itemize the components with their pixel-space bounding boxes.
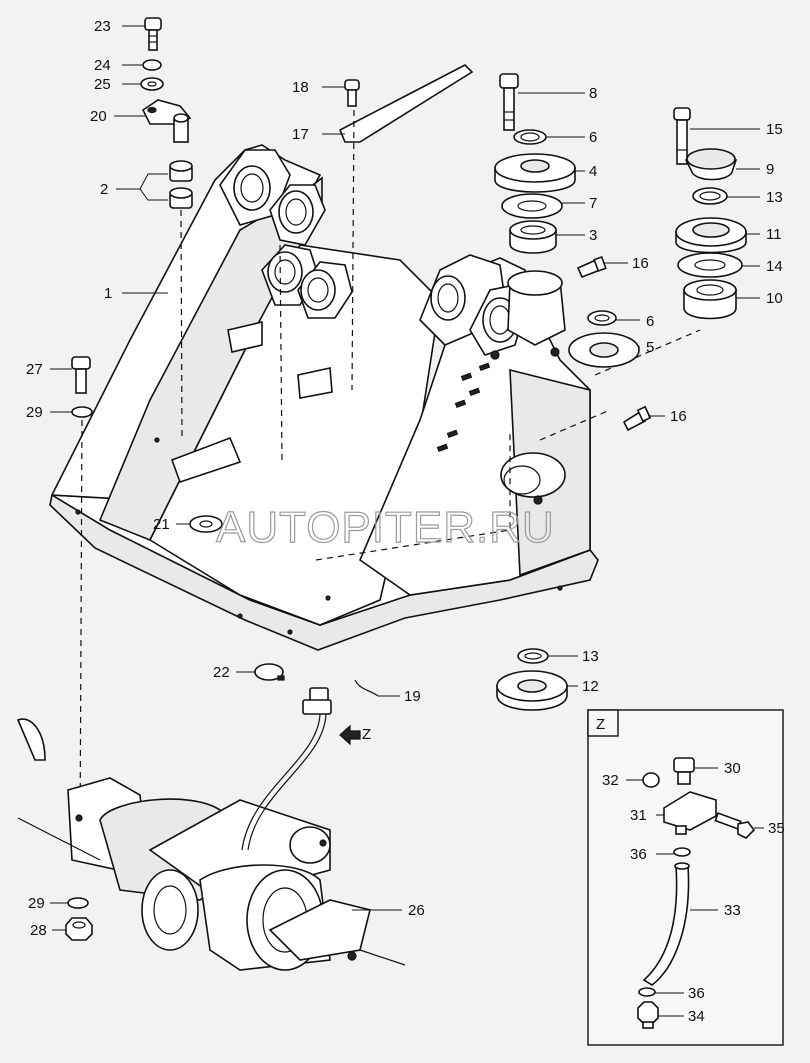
callout-15: 15 (766, 121, 783, 138)
callout-9: 9 (766, 161, 774, 178)
part-3-bearing (509, 220, 557, 254)
callout-16-upper: 16 (632, 255, 649, 272)
callout-18: 18 (292, 79, 309, 96)
callout-26: 26 (408, 902, 425, 919)
part-29-washer-lower (67, 897, 89, 909)
view-z-arrow (339, 724, 361, 746)
part-16-grease-fitting-upper (576, 255, 607, 279)
part-10-bearing (683, 279, 737, 320)
callout-6-upper: 6 (589, 129, 597, 146)
callout-31: 31 (630, 807, 647, 824)
part-24-lock-washer (142, 59, 162, 71)
callout-33: 33 (724, 902, 741, 919)
callout-22: 22 (213, 664, 230, 681)
part-2-bushings (169, 160, 193, 209)
sensor-cable (241, 687, 332, 851)
part-26-axle (16, 718, 406, 971)
part-13-seal-lower (517, 648, 549, 664)
part-15-bolt (673, 107, 691, 165)
callout-27: 27 (26, 361, 43, 378)
main-frame (49, 144, 701, 651)
callout-10: 10 (766, 290, 783, 307)
callout-28: 28 (30, 922, 47, 939)
callout-24: 24 (94, 57, 111, 74)
part-28-nut (65, 917, 93, 941)
callout-36-lower: 36 (688, 985, 705, 1002)
part-25-washer (140, 77, 164, 91)
callout-19: 19 (404, 688, 421, 705)
part-9-cap (684, 148, 738, 181)
callout-12: 12 (582, 678, 599, 695)
callout-5: 5 (646, 339, 654, 356)
part-8-bolt (499, 73, 519, 131)
callout-6-lower: 6 (646, 313, 654, 330)
callout-25: 25 (94, 76, 111, 93)
callout-4: 4 (589, 163, 597, 180)
callout-32: 32 (602, 772, 619, 789)
callout-29-lower: 29 (28, 895, 45, 912)
detail-z-letter: Z (596, 716, 605, 733)
part-12-cap (496, 670, 568, 711)
part-27-bolt (71, 356, 91, 394)
part-16-grease-fitting-lower (622, 405, 652, 432)
part-29-washer-upper (71, 406, 93, 418)
part-20-stopper-plate (141, 99, 192, 143)
callout-7: 7 (589, 195, 597, 212)
part-13-seal-upper (692, 187, 728, 205)
part-17-bar (338, 64, 474, 143)
callout-21: 21 (153, 516, 170, 533)
callout-16-lower: 16 (670, 408, 687, 425)
watermark: AUTOPITER.RU (216, 503, 555, 552)
part-22-clamp (254, 663, 285, 681)
callout-23: 23 (94, 18, 111, 35)
callout-11: 11 (766, 226, 782, 243)
part-5-cap (568, 332, 640, 368)
callout-20: 20 (90, 108, 107, 125)
part-18-pin (344, 79, 360, 107)
callout-29-upper: 29 (26, 404, 43, 421)
view-arrow-label: Z (362, 726, 371, 743)
callout-8: 8 (589, 85, 597, 102)
part-7-shim (501, 193, 563, 219)
part-11-housing (675, 217, 747, 254)
callout-14: 14 (766, 258, 783, 275)
part-19-hose (354, 679, 379, 697)
callout-3: 3 (589, 227, 597, 244)
part-4-cap (494, 153, 576, 193)
part-6-seal-upper (513, 129, 547, 145)
callout-labels: 23 24 25 20 2 1 18 17 8 6 4 7 3 16 6 5 1… (26, 18, 785, 1025)
part-23-bolt (144, 17, 162, 51)
callout-36-upper: 36 (630, 846, 647, 863)
callout-2: 2 (100, 181, 108, 198)
callout-34: 34 (688, 1008, 705, 1025)
callout-13-upper: 13 (766, 189, 783, 206)
callout-35: 35 (768, 820, 785, 837)
callout-1: 1 (104, 285, 112, 302)
leader-lines (50, 25, 764, 1017)
callout-30: 30 (724, 760, 741, 777)
part-14-shim (677, 252, 743, 278)
callout-13-lower: 13 (582, 648, 599, 665)
detail-z-box (587, 709, 784, 1046)
part-6-seal-lower (587, 310, 617, 326)
callout-17: 17 (292, 126, 309, 143)
